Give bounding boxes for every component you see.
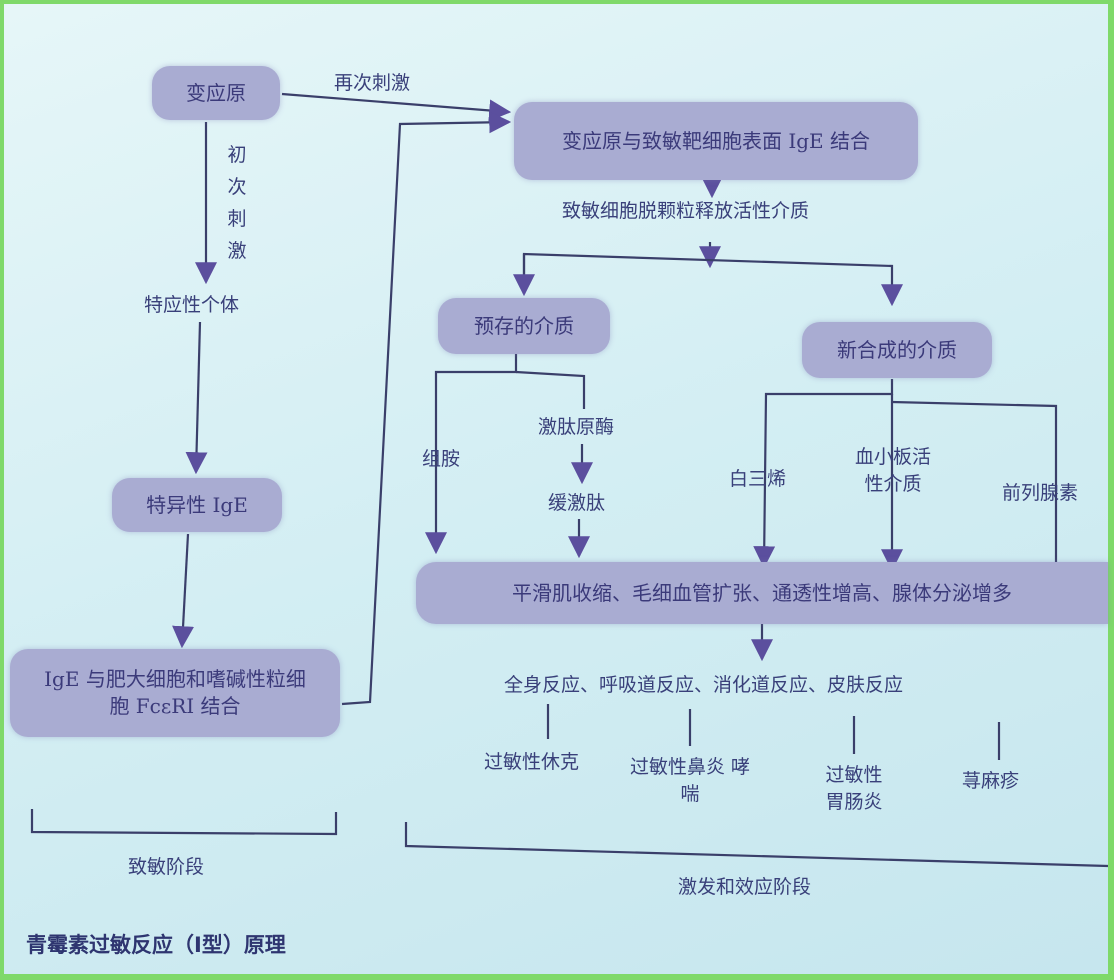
node-ige-binding: IgE 与肥大细胞和嗜碱性粒细胞 FcεRI 结合 (10, 649, 340, 737)
node-leukotriene: 白三烯 (729, 468, 787, 490)
node-effects: 平滑肌收缩、毛细血管扩张、通透性增高、腺体分泌增多 (416, 562, 1108, 624)
node-specific-ige: 特异性 IgE (112, 478, 282, 532)
node-reactions: 全身反应、呼吸道反应、消化道反应、皮肤反应 (504, 674, 904, 696)
branch-pg (891, 400, 1067, 585)
bracket-effector (404, 822, 1108, 868)
node-kininogenase: 激肽原酶 (538, 416, 615, 438)
node-atopic-individual: 特应性个体 (144, 294, 240, 316)
preformed-branch (425, 354, 518, 555)
branch-kinin (515, 370, 586, 409)
node-urticaria: 荨麻疹 (962, 770, 1020, 792)
node-preformed: 预存的介质 (438, 298, 610, 354)
node-histamine: 组胺 (422, 448, 461, 470)
node-allergen-binding: 变应原与致敏靶细胞表面 IgE 结合 (514, 102, 918, 180)
node-newly-synth: 新合成的介质 (802, 322, 992, 378)
arrow-second-stimulus (281, 92, 512, 122)
node-rhinitis: 过敏性鼻炎 哮喘 (629, 756, 751, 805)
phase-effector: 激发和效应阶段 (678, 876, 812, 898)
diagram-canvas: 变应原 再次刺激 初次刺激 特应性个体 特异性 IgE IgE 与肥大细胞和嗜碱… (4, 4, 1108, 974)
label-first-stimulus: 初次刺激 (227, 144, 247, 262)
node-shock: 过敏性休克 (484, 751, 580, 773)
node-paf: 血小板活性介质 (854, 446, 931, 495)
node-allergen: 变应原 (152, 66, 280, 120)
new-branch (753, 379, 894, 569)
phase-sensitization: 致敏阶段 (128, 856, 205, 878)
node-degranulation: 致敏细胞脱颗粒释放活性介质 (562, 200, 810, 222)
connector-lines (30, 92, 1108, 868)
arrow-binding-loop (341, 111, 512, 706)
caption: 青霉素过敏反应（Ⅰ型）原理 (26, 933, 286, 957)
split-line (522, 252, 903, 307)
node-gastro: 过敏性 胃肠炎 (825, 764, 883, 813)
node-bradykinin: 缓激肽 (548, 492, 606, 514)
arrow-to-binding (172, 533, 195, 649)
bracket-sensitization (30, 809, 338, 836)
arrow-to-ige (185, 321, 208, 475)
label-second-stimulus: 再次刺激 (334, 72, 411, 94)
node-prostaglandin: 前列腺素 (1002, 482, 1079, 504)
